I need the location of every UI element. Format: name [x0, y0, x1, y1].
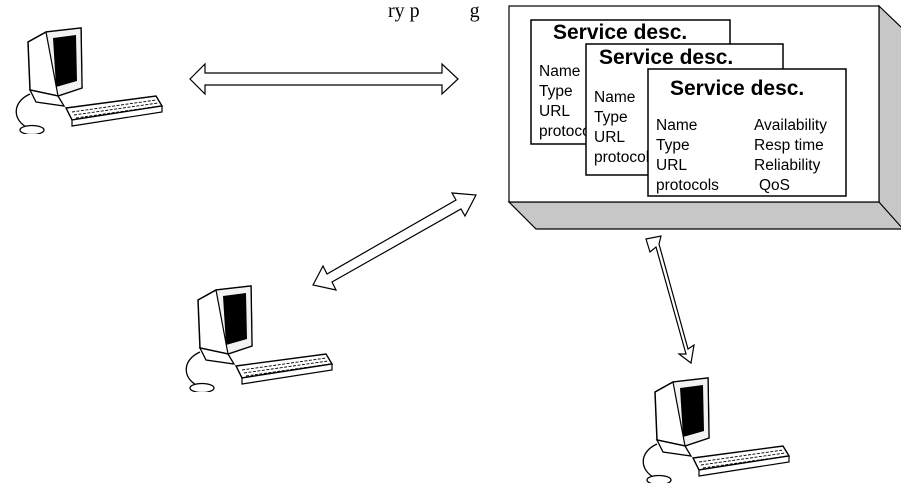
computer-icon-bottom-right: [642, 377, 790, 483]
double-arrow-diagonal: [312, 192, 477, 291]
field-type: Type: [656, 137, 690, 154]
service-desc-card-3: Service desc. Name Type URL protocols Av…: [647, 68, 847, 197]
computer-icon-top-left: [15, 27, 163, 134]
field-reliability: Reliability: [754, 157, 821, 174]
caption-fragment: ry p g: [388, 0, 480, 22]
field-protocols: protocols: [656, 177, 719, 194]
card-title: Service desc.: [599, 46, 733, 69]
double-arrow-vertical: [645, 235, 695, 365]
field-type: Type: [539, 83, 573, 100]
double-arrow-horizontal: [189, 62, 459, 96]
field-type: Type: [594, 109, 628, 126]
field-name: Name: [656, 117, 697, 134]
field-url: URL: [539, 103, 570, 120]
field-protocols: protocols: [594, 149, 657, 166]
field-resp-time: Resp time: [754, 137, 824, 154]
field-qos: QoS: [759, 177, 790, 194]
field-name: Name: [594, 89, 635, 106]
field-name: Name: [539, 63, 580, 80]
field-url: URL: [594, 129, 625, 146]
field-availability: Availability: [754, 117, 827, 134]
computer-icon-middle: [185, 285, 333, 392]
card-title: Service desc.: [553, 21, 687, 44]
field-url: URL: [656, 157, 687, 174]
card-title: Service desc.: [670, 77, 804, 100]
